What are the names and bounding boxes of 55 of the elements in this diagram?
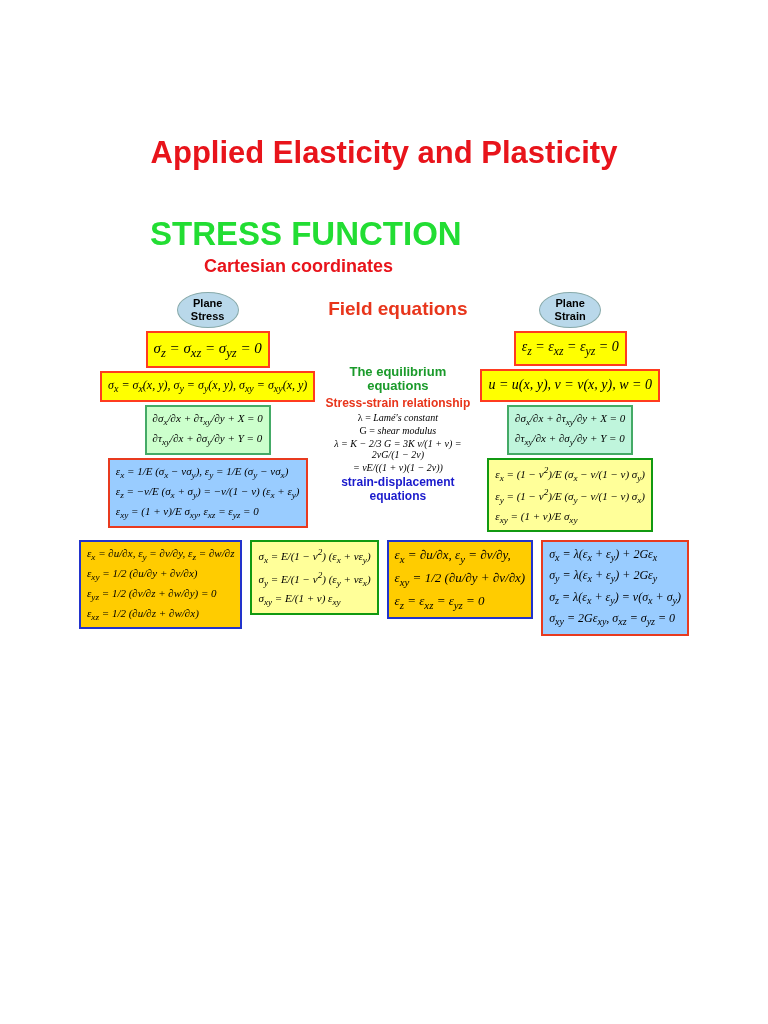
equation: ε$_{xy}$ = 1/2 (∂u/∂y + ∂v/∂x)	[87, 565, 199, 585]
equation-box	[487, 457, 654, 533]
equation: ∂τ$_{xy}$/∂x + ∂σ$_{y}$/∂y + Y = 0	[152, 431, 263, 450]
equation-box	[480, 369, 660, 402]
equation: ε$_{z}$ = ε$_{xz}$ = ε$_{yz}$ = 0	[521, 338, 619, 360]
equation: ε$_{z}$ = ε$_{xz}$ = ε$_{yz}$ = 0	[394, 591, 486, 613]
equation-box	[513, 331, 627, 367]
equation: ε$_{x}$ = ∂u/∂x, ε$_{y}$ = ∂v/∂y, ε$_{z}$ = ∂w/∂z	[87, 546, 235, 565]
equation: ∂σ$_{x}$/∂x + ∂τ$_{xy}$/∂y + X = 0	[152, 411, 263, 430]
equation: σ$_{xy}$ = E/(1 + ν) ε$_{xy}$	[258, 591, 342, 610]
section-heading: strain-displacement equations	[340, 474, 456, 503]
equation: σ$_{y}$ = E/(1 − ν$^{2}$) (ε$_{y}$ + νε$_{x}$)	[258, 568, 371, 590]
equation: ε$_{xz}$ = 1/2 (∂u/∂z + ∂w/∂x)	[87, 605, 200, 624]
equation-box	[250, 540, 379, 615]
equation: σ$_{z}$ = σ$_{xz}$ = σ$_{yz}$ = 0	[153, 339, 262, 362]
section-heading: The equilibrium equations	[348, 365, 448, 394]
formula: λ = K − 2/3 G = 3K ν/(1 + ν) = 2νG/(1 − 2ν)	[333, 437, 463, 460]
equation: σ$_{x}$ = σ$_{x}$(x, y), σ$_{y}$ = σ$_{y}$(x, y), σ$_{xy}$ = σ$_{xy}$(x, y)	[108, 377, 308, 397]
equation-box	[100, 371, 316, 403]
heading: STRESS FUNCTION	[150, 215, 462, 253]
equation: ∂σ$_{x}$/∂x + ∂τ$_{xy}$/∂y + X = 0	[515, 410, 626, 430]
formula: = νE/((1 + ν)(1 − 2ν))	[352, 461, 443, 473]
section-heading: Stress-strain relationship	[325, 395, 471, 410]
equation: ε$_{xy}$ = (1 + ν)/E σ$_{xy}$	[495, 508, 579, 527]
title: Applied Elasticity and Plasticity	[149, 135, 619, 171]
equation: ε$_{yz}$ = 1/2 (∂v/∂z + ∂w/∂y) = 0	[87, 585, 218, 604]
equation: ∂τ$_{xy}$/∂x + ∂σ$_{y}$/∂y + Y = 0	[515, 430, 626, 449]
equation: σ$_{y}$ = λ(ε$_{x}$ + ε$_{y}$) + 2Gε$_{y}$	[549, 567, 659, 587]
section-heading: Field equations	[328, 298, 468, 320]
equation: ε$_{xy}$ = 1/2 (∂u/∂y + ∂v/∂x)	[394, 568, 526, 590]
label-text: Plane Stress	[189, 297, 226, 323]
equation: ε$_{x}$ = 1/E (σ$_{x}$ − νσ$_{y}$), ε$_{y}$ = 1/E (σ$_{y}$ − νσ$_{x}$)	[115, 464, 290, 483]
equation: ε$_{z}$ = −ν/E (σ$_{x}$ + σ$_{y}$) = −ν/(1 − ν) (ε$_{x}$ + ε$_{y}$)	[115, 483, 300, 503]
equation: σ$_{xy}$ = 2Gε$_{xy}$, σ$_{xz}$ = σ$_{yz}$ = 0	[549, 610, 677, 630]
equation: σ$_{x}$ = λ(ε$_{x}$ + ε$_{y}$) + 2Gε$_{x}$	[549, 546, 659, 566]
subheading: Cartesian coordinates	[204, 256, 394, 277]
equation-box	[144, 405, 271, 456]
equation: ε$_{x}$ = (1 − ν$^{2}$)/E (σ$_{x}$ − ν/(1 − ν) σ$_{y}$)	[495, 463, 646, 485]
ellipse-label	[539, 292, 602, 328]
equation-box	[107, 458, 308, 528]
equation-box	[541, 540, 689, 636]
equation: σ$_{x}$ = E/(1 − ν$^{2}$) (ε$_{x}$ + νε$_{y}$)	[258, 546, 371, 567]
ellipse-label	[176, 292, 239, 328]
label-text: Plane Strain	[553, 297, 587, 323]
equation-box	[145, 331, 270, 368]
equation-box	[507, 404, 634, 455]
equation-box	[386, 540, 534, 619]
equation: σ$_{z}$ = λ(ε$_{x}$ + ε$_{y}$) = ν(σ$_{x}$ + σ$_{y}$)	[549, 588, 681, 609]
equation: ε$_{y}$ = (1 − ν$^{2}$)/E (σ$_{y}$ − ν/(1 − ν) σ$_{x}$)	[495, 486, 646, 507]
equation: ε$_{xy}$ = (1 + ν)/E σ$_{xy}$, ε$_{xz}$ = ε$_{yz}$ = 0	[115, 503, 260, 522]
equation: u = u(x, y), v = v(x, y), w = 0	[488, 376, 652, 395]
equation: ε$_{x}$ = ∂u/∂x, ε$_{y}$ = ∂v/∂y,	[394, 546, 512, 567]
note: λ = Lamé's constant	[357, 411, 438, 423]
equation-box	[79, 540, 243, 630]
note: G = shear modulus	[359, 424, 437, 436]
